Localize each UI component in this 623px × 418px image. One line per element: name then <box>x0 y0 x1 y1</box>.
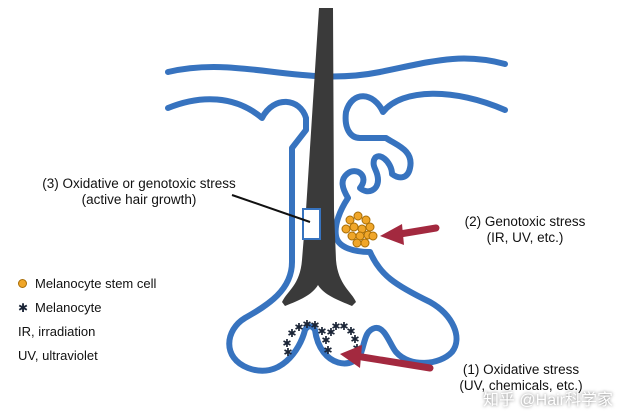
melanocyte-stem-cell <box>365 222 375 232</box>
melanocyte-stem-cell <box>347 231 357 241</box>
melanocyte-star: ✱ <box>283 346 292 359</box>
melanocyte-star: ✱ <box>287 327 296 340</box>
melanocyte-stem-cell <box>345 215 355 225</box>
legend-stem-cell: Melanocyte stem cell <box>18 276 156 291</box>
skin-surface-line <box>165 55 508 80</box>
legend-melanocyte: ✱ Melanocyte <box>18 300 101 315</box>
melanocyte-star: ✱ <box>282 337 291 350</box>
melanocyte-star-icon: ✱ <box>18 300 29 315</box>
stem-cell-dot-icon <box>18 279 27 288</box>
melanocyte-stem-cell <box>361 215 371 225</box>
melanocyte-star: ✱ <box>331 320 340 333</box>
melanocyte-stem-cell <box>341 224 351 234</box>
watermark: 知乎 @Hair科学家 <box>482 392 613 409</box>
follicle-outline <box>165 90 508 374</box>
stress3-label: (3) Oxidative or genotoxic stress (activ… <box>8 176 270 207</box>
melanocyte-star: ✱ <box>310 319 319 332</box>
stress3-leader-line <box>231 194 311 223</box>
melanocyte-star: ✱ <box>294 321 303 334</box>
stress2-line2: (IR, UV, etc.) <box>486 229 564 245</box>
legend-ir: IR, irradiation <box>18 324 95 339</box>
melanocyte-stem-cell <box>352 238 362 248</box>
stress2-line1: (2) Genotoxic stress <box>464 214 586 229</box>
stress3-line1: (3) Oxidative or genotoxic stress <box>42 176 236 191</box>
hair-shaft <box>282 8 356 306</box>
melanocyte-star: ✱ <box>326 326 335 339</box>
melanocyte-stem-cell <box>353 211 363 221</box>
melanocyte-star: ✱ <box>339 320 348 333</box>
melanocyte-star: ✱ <box>346 325 355 338</box>
melanocyte-star: ✱ <box>323 344 332 357</box>
stress1-line1: (1) Oxidative stress <box>462 362 580 377</box>
stress1-line2: (UV, chemicals, etc.) <box>459 377 583 393</box>
legend-stem-cell-label: Melanocyte stem cell <box>35 276 157 291</box>
legend-melanocyte-label: Melanocyte <box>35 300 102 315</box>
melanocyte-stem-cell <box>349 222 359 232</box>
melanocyte-star: ✱ <box>317 325 326 338</box>
stress1-label: (1) Oxidative stress (UV, chemicals, etc… <box>436 362 606 393</box>
legend-ir-label: IR, irradiation <box>18 324 96 339</box>
melanocyte-stem-cell <box>368 231 378 241</box>
legend-uv-label: UV, ultraviolet <box>18 348 98 363</box>
arrow-oxidative <box>340 345 434 372</box>
melanocyte-stem-cell <box>360 238 370 248</box>
melanocyte-stem-cell-cluster <box>341 211 378 248</box>
melanocyte-cluster: ✱✱✱✱✱✱✱✱✱✱✱✱✱✱✱ <box>282 318 361 359</box>
legend-uv: UV, ultraviolet <box>18 348 98 363</box>
active-growth-box <box>302 208 321 240</box>
melanocyte-star: ✱ <box>321 334 330 347</box>
stress3-line2: (active hair growth) <box>81 191 197 207</box>
melanocyte-star: ✱ <box>302 318 311 331</box>
melanocyte-star: ✱ <box>350 333 359 346</box>
stress2-label: (2) Genotoxic stress (IR, UV, etc.) <box>440 214 610 245</box>
arrow-genotoxic <box>380 224 440 245</box>
